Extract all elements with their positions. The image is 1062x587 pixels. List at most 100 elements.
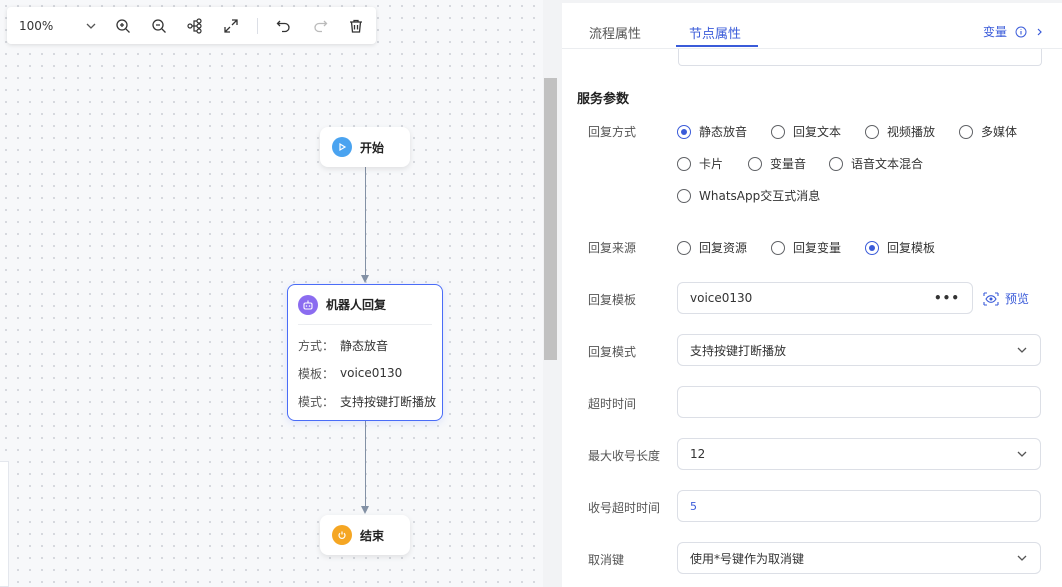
radio-label: 回复模板 [887, 241, 936, 255]
canvas-toolbar: 100% [7, 7, 376, 44]
panel-tabs: 流程属性 节点属性 变量 [562, 3, 1062, 49]
radio-card[interactable]: 卡片 [677, 155, 723, 172]
scrollbar-thumb[interactable] [544, 78, 557, 360]
auto-layout-button[interactable] [177, 7, 213, 44]
row-key: 模式： [298, 394, 335, 409]
undo-button[interactable] [266, 7, 302, 44]
radio-label: 回复变量 [793, 241, 842, 255]
reply-method-label: 回复方式 [588, 125, 637, 139]
tab-flow-properties[interactable]: 流程属性 [589, 27, 642, 42]
max-digits-value: 12 [690, 447, 706, 461]
preview-button[interactable]: 预览 [983, 290, 1029, 307]
minimap-edge[interactable] [0, 461, 9, 587]
tab-node-properties[interactable]: 节点属性 [689, 27, 742, 42]
radio-label: WhatsApp交互式消息 [699, 189, 821, 203]
digit-timeout-value: 5 [690, 499, 697, 513]
radio-label: 静态放音 [699, 125, 748, 139]
layout-icon [187, 17, 202, 34]
more-icon[interactable]: ••• [933, 291, 960, 305]
variables-label: 变量 [983, 25, 1008, 39]
radio-reply-variable[interactable]: 回复变量 [771, 239, 841, 256]
chevron-down-icon [1017, 451, 1027, 457]
play-icon [332, 137, 352, 157]
robot-node-title: 机器人回复 [326, 298, 387, 312]
radio-circle [771, 240, 785, 255]
radio-whatsapp-interactive[interactable]: WhatsApp交互式消息 [677, 187, 820, 204]
cancel-key-select[interactable]: 使用*号键作为取消键 [677, 542, 1041, 574]
preview-label: 预览 [1005, 292, 1030, 306]
reply-template-field[interactable]: voice0130 ••• [677, 282, 973, 314]
zoom-out-icon [152, 18, 166, 33]
radio-multimedia[interactable]: 多媒体 [959, 123, 1017, 140]
chevron-down-icon [1017, 347, 1027, 353]
redo-button[interactable] [302, 7, 338, 44]
edge-robot-end[interactable] [365, 421, 366, 507]
reply-template-label: 回复模板 [588, 293, 637, 307]
zoom-in-icon [116, 18, 130, 33]
fullscreen-icon [224, 18, 238, 33]
active-tab-indicator [676, 45, 758, 47]
properties-panel: 流程属性 节点属性 变量 服务参数 回复方式 静态放音 回复文本 视频播放 多媒… [562, 3, 1062, 587]
radio-label: 回复文本 [793, 125, 842, 139]
cancel-key-value: 使用*号键作为取消键 [690, 551, 805, 566]
row-value: 支持按键打断播放 [340, 394, 437, 409]
robot-node-header: 机器人回复 [298, 285, 432, 325]
radio-label: 语音文本混合 [851, 157, 924, 171]
redo-icon [314, 20, 328, 32]
radio-label: 变量音 [770, 157, 807, 171]
zoom-out-button[interactable] [141, 7, 177, 44]
radio-voice-text-mix[interactable]: 语音文本混合 [829, 155, 923, 172]
chevron-down-icon [1017, 555, 1027, 561]
robot-reply-node[interactable]: 机器人回复 方式： 静态放音 模板： voice0130 模式： 支持按键打断播… [287, 284, 443, 421]
radio-reply-text[interactable]: 回复文本 [771, 123, 841, 140]
max-digits-select[interactable]: 12 [677, 438, 1041, 470]
delete-button[interactable] [338, 7, 374, 44]
end-node[interactable]: 结束 [320, 515, 410, 555]
radio-circle [677, 156, 691, 171]
delete-icon [350, 19, 362, 33]
cancel-key-label: 取消键 [588, 553, 625, 567]
zoom-select[interactable]: 100% [7, 7, 105, 44]
row-key: 模板： [298, 366, 335, 381]
description-textarea[interactable] [678, 49, 1042, 66]
row-value: voice0130 [340, 366, 403, 380]
reply-template-value: voice0130 [690, 291, 753, 305]
radio-circle [829, 156, 843, 171]
fullscreen-button[interactable] [213, 7, 249, 44]
robot-row-method: 方式： 静态放音 [298, 331, 442, 359]
start-node-label: 开始 [360, 140, 385, 155]
edge-start-robot[interactable] [365, 167, 366, 277]
radio-circle [677, 240, 691, 255]
radio-label: 多媒体 [981, 125, 1018, 139]
reply-mode-select[interactable]: 支持按键打断播放 [677, 334, 1041, 366]
robot-row-template: 模板： voice0130 [298, 359, 442, 387]
start-node[interactable]: 开始 [320, 127, 410, 167]
chevron-down-icon [86, 23, 96, 29]
zoom-value: 100% [19, 18, 54, 33]
end-node-label: 结束 [360, 528, 385, 543]
chevron-right-icon [1037, 28, 1042, 35]
robot-row-mode: 模式： 支持按键打断播放 [298, 387, 442, 415]
radio-circle [865, 124, 879, 139]
radio-variable-audio[interactable]: 变量音 [748, 155, 806, 172]
flow-canvas[interactable]: 100% 开始 [0, 0, 543, 587]
radio-circle [771, 124, 785, 139]
radio-circle [865, 240, 879, 255]
timeout-input[interactable] [677, 386, 1041, 418]
row-value: 静态放音 [340, 338, 389, 353]
radio-reply-template[interactable]: 回复模板 [865, 239, 935, 256]
reply-source-label: 回复来源 [588, 241, 637, 255]
robot-icon [298, 294, 318, 315]
section-title: 服务参数 [577, 92, 630, 107]
radio-video[interactable]: 视频播放 [865, 123, 935, 140]
zoom-in-button[interactable] [105, 7, 141, 44]
radio-static-audio[interactable]: 静态放音 [677, 123, 747, 140]
eye-icon [983, 291, 999, 306]
radio-reply-resource[interactable]: 回复资源 [677, 239, 747, 256]
edge-arrow [361, 275, 369, 283]
variables-link[interactable]: 变量 [983, 23, 1045, 40]
digit-timeout-input[interactable]: 5 [677, 490, 1041, 522]
digit-timeout-label: 收号超时时间 [588, 501, 661, 515]
radio-circle [677, 124, 691, 139]
radio-circle [748, 156, 762, 171]
